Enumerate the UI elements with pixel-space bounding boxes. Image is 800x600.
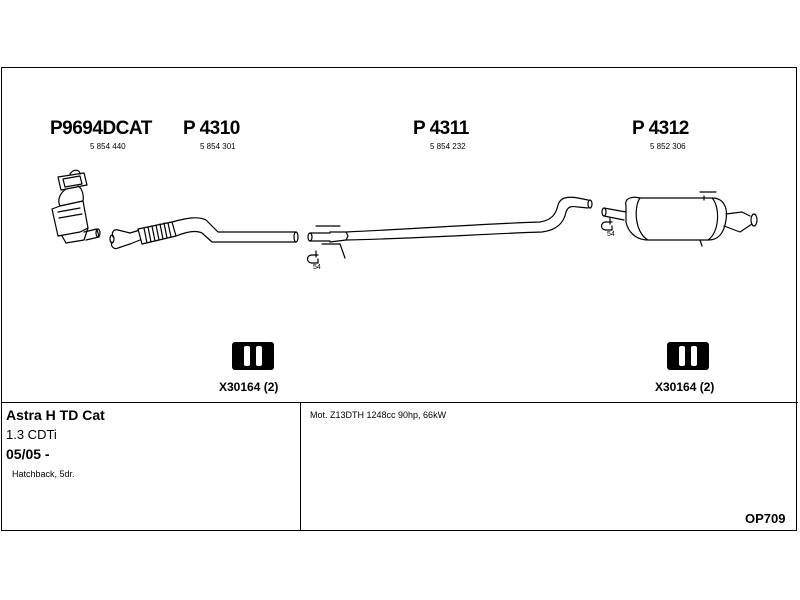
part-code-front-pipe[interactable]: P 4310: [183, 118, 240, 139]
clamp-2-label: 54: [607, 231, 615, 238]
hanger-2-drawing[interactable]: [667, 342, 709, 370]
reference-code: OP709: [745, 511, 786, 526]
diagram-frame: [1, 67, 797, 531]
clamp-1-label: 54: [313, 264, 321, 271]
hanger-1-label[interactable]: X30164 (2): [219, 380, 279, 394]
vehicle-model: Astra H TD Cat: [6, 407, 105, 423]
part-code-middle-pipe[interactable]: P 4311: [413, 118, 469, 139]
hanger-1-drawing[interactable]: [232, 342, 274, 370]
catalyst-drawing[interactable]: [51, 169, 101, 244]
vehicle-body: Hatchback, 5dr.: [12, 469, 75, 479]
oem-number-rear-silencer: 5 852 306: [650, 142, 686, 151]
divider-vertical: [300, 402, 301, 531]
clamp-2-drawing[interactable]: [600, 217, 613, 231]
oem-number-front-pipe: 5 854 301: [200, 142, 236, 151]
part-code-catalyst[interactable]: P9694DCAT: [50, 118, 152, 139]
motor-spec: Mot. Z13DTH 1248cc 90hp, 66kW: [310, 410, 447, 420]
part-code-rear-silencer[interactable]: P 4312: [632, 118, 689, 139]
oem-number-middle-pipe: 5 854 232: [430, 142, 466, 151]
middle-pipe-drawing[interactable]: [307, 196, 593, 259]
oem-number-catalyst: 5 854 440: [90, 142, 126, 151]
vehicle-date: 05/05 -: [6, 446, 50, 462]
vehicle-engine: 1.3 CDTi: [6, 427, 57, 442]
front-pipe-drawing[interactable]: [109, 217, 299, 250]
divider-horizontal: [1, 402, 798, 403]
clamp-1-drawing[interactable]: [306, 250, 319, 264]
hanger-2-label[interactable]: X30164 (2): [655, 380, 715, 394]
rear-silencer-drawing[interactable]: [601, 191, 758, 247]
